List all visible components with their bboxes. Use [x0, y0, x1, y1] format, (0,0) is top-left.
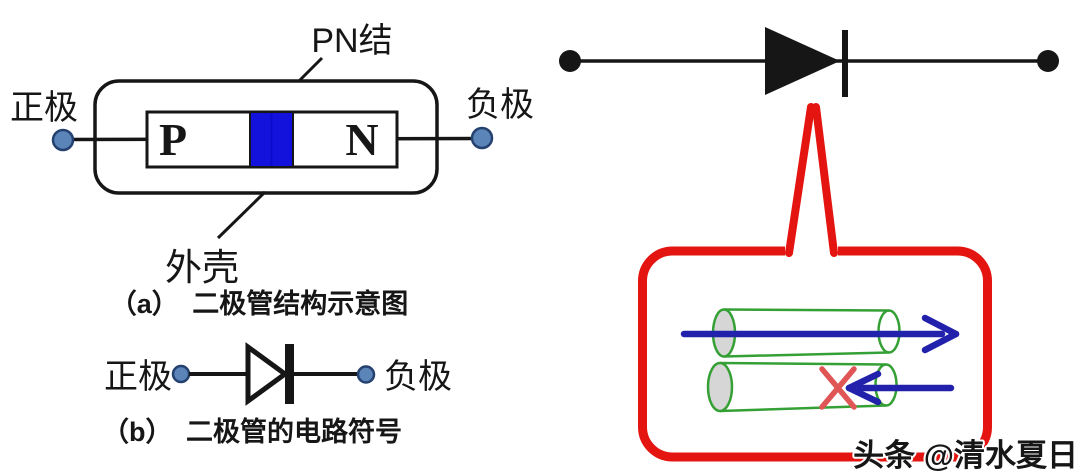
cathode-label: 负极	[466, 86, 534, 124]
blocked-x-stroke-2	[819, 366, 857, 410]
top-pipe-top-edge	[723, 308, 890, 312]
callout-outline	[638, 103, 992, 462]
symbol-anode-label: 正极	[104, 358, 172, 396]
large-symbol-right-dot	[1037, 50, 1059, 72]
structure-diagram: PN结 P N 正极 负极 外壳 （a） 二极管结构示意图	[10, 22, 534, 319]
symbol-anode-dot	[171, 364, 191, 384]
bottom-pipe-left-cap	[706, 361, 734, 413]
caption-a: （a） 二极管结构示意图	[110, 288, 409, 319]
symbol-cathode-dot	[356, 365, 376, 384]
n-region-label: N	[345, 114, 378, 165]
caption-b: （b） 二极管的电路符号	[102, 416, 402, 447]
blocked-x-icon	[819, 366, 857, 410]
forward-arrowhead-upper	[921, 314, 960, 338]
diode-symbol-triangle	[245, 342, 290, 406]
top-pipe-bottom-edge	[723, 351, 890, 358]
callout-tail-left	[785, 103, 815, 257]
current-arrows	[680, 314, 960, 406]
watermark-text: 头条 @清水夏日	[853, 438, 1078, 473]
shell-pointer-line	[216, 190, 267, 240]
bottom-pipe-bottom-edge	[719, 404, 887, 413]
large-symbol-left-dot	[559, 50, 581, 72]
bottom-pipe-top-edge	[719, 361, 887, 366]
callout-tail-right	[812, 103, 838, 257]
diode-symbol-large	[559, 27, 1059, 97]
anode-label: 正极	[10, 89, 78, 127]
anode-terminal-dot	[51, 128, 75, 152]
cathode-terminal-dot	[470, 126, 494, 150]
circuit-symbol-diagram: 正极 负极 （b） 二极管的电路符号	[102, 342, 452, 447]
large-symbol-triangle	[765, 27, 840, 95]
reverse-arrowhead-lower	[845, 384, 882, 406]
forward-arrowhead-lower	[921, 330, 960, 354]
p-region-label: P	[159, 114, 187, 165]
shell-label: 外壳	[165, 247, 239, 288]
symbol-cathode-label: 负极	[384, 358, 452, 396]
current-flow-callout	[638, 103, 992, 462]
pn-junction-label: PN结	[311, 22, 392, 60]
reverse-arrowhead-upper	[845, 370, 882, 392]
